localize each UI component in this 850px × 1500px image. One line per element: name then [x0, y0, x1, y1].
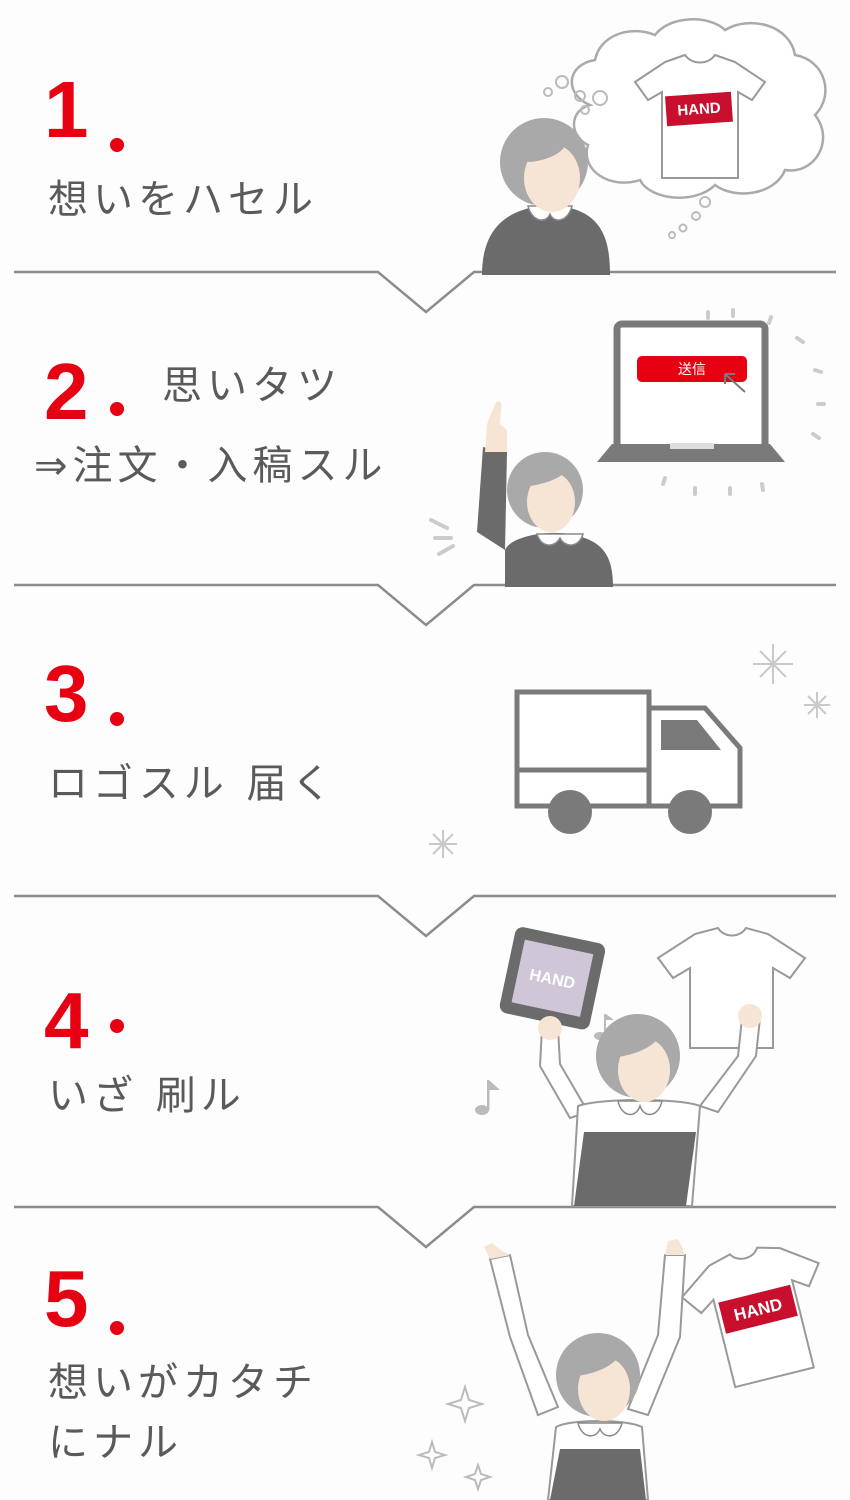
step-text-line: にナル — [48, 1420, 183, 1466]
step-text-line: ⇒注文・入稿スル — [34, 443, 388, 489]
step-1: 1 想いをハセル HAND — [0, 0, 850, 312]
truck-icon — [514, 689, 743, 834]
divider-3 — [14, 894, 836, 938]
step-text-line: ロゴスル 届く — [48, 761, 337, 807]
delivery-truck-illustration — [429, 644, 830, 858]
tablet-icon: HAND — [499, 927, 606, 1030]
woman-celebrating-printed-tshirt-illustration: HAND — [415, 1239, 821, 1500]
sparkle-icon — [444, 1383, 486, 1425]
step-number-dot — [110, 402, 124, 416]
woman-raising-hand-laptop-illustration: 送信 — [429, 308, 826, 587]
laptop-icon — [613, 320, 769, 452]
step-number: 5 — [44, 1254, 89, 1343]
step-number: 1 — [44, 65, 89, 154]
step-5: 5 想いがカタチ にナル HAND — [0, 1239, 850, 1500]
sparkle-icon — [415, 1438, 449, 1472]
woman-body-icon — [505, 532, 613, 587]
step-4: 4 いざ 刷ル HAND — [0, 926, 850, 1248]
svg-text:HAND: HAND — [677, 99, 722, 119]
step-text-line: いざ 刷ル — [48, 1073, 246, 1119]
raised-hand-icon — [485, 401, 507, 452]
music-note-icon — [475, 1080, 500, 1115]
sparkle-icon — [462, 1461, 494, 1493]
step-number-dot — [110, 1019, 124, 1033]
send-button — [637, 356, 747, 382]
tshirt-icon: HAND — [680, 1246, 821, 1389]
step-2: 2 思いタツ ⇒注文・入稿スル 送信 — [0, 308, 850, 624]
woman-thinking-of-tshirt-illustration: HAND — [482, 18, 827, 275]
tshirt-icon — [656, 926, 807, 1049]
step-text-line: 思いタツ — [162, 363, 342, 409]
step-number: 3 — [44, 649, 89, 738]
step-number-dot — [110, 138, 124, 152]
svg-text:送信: 送信 — [678, 362, 706, 378]
step-number: 4 — [44, 976, 89, 1065]
step-number: 2 — [44, 347, 89, 436]
woman-arms-icon — [488, 1253, 560, 1417]
sparkle-icon — [804, 692, 830, 718]
woman-holding-tablet-and-tshirt-illustration: HAND — [475, 926, 807, 1207]
step-text-line: 想いをハセル — [48, 177, 318, 223]
step-number-dot — [110, 1321, 124, 1335]
step-number-dot — [110, 712, 124, 726]
sparkle-icon — [429, 830, 457, 858]
woman-body-icon — [482, 205, 610, 275]
sparkle-icon — [753, 644, 793, 684]
step-text-line: 想いがカタチ — [48, 1360, 318, 1406]
step-3: 3 ロゴスル 届く — [0, 624, 850, 936]
